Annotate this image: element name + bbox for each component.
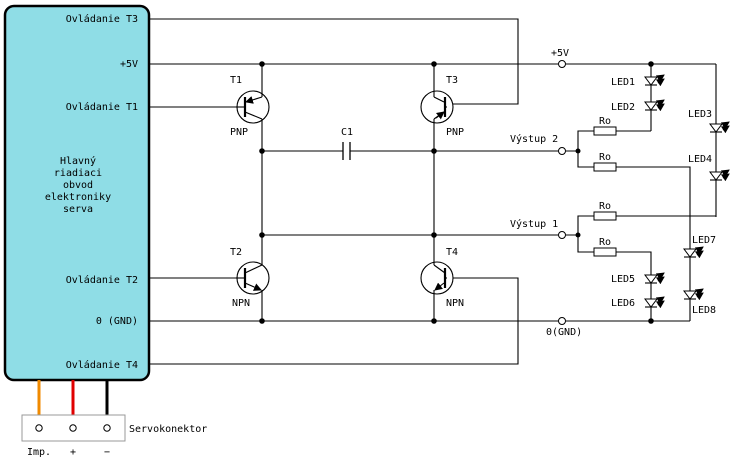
wire-out1-branch-a [566, 215, 594, 236]
t4-name: T4 [446, 247, 458, 258]
c1-label: C1 [341, 127, 353, 138]
wire-ctrl-t4 [149, 277, 519, 365]
led-1-label: LED1 [611, 77, 635, 88]
resistor-1 [593, 126, 617, 136]
controller-title-line-1: Hlavný [60, 155, 96, 167]
resistor-4 [593, 247, 617, 257]
junction [431, 318, 437, 324]
terminal-gnd [558, 317, 566, 325]
t4-type: NPN [446, 298, 464, 309]
t2-name: T2 [230, 247, 242, 258]
capacitor-c1: C1 [341, 127, 353, 160]
rail-label-vcc: +5V [551, 48, 569, 59]
t3-name: T3 [446, 75, 458, 86]
t1-type: PNP [230, 127, 248, 138]
led-1: LED1 [611, 74, 665, 88]
output-label-2: Výstup 2 [510, 133, 558, 145]
led-3-label: LED3 [688, 109, 712, 120]
t3-type: PNP [446, 127, 464, 138]
resistor-2-label: Ro [599, 152, 611, 163]
controller-title-line-4: elektroniky [45, 192, 111, 203]
servo-connector: Servokonektor Imp. + − [21, 380, 207, 458]
led-5: LED5 [611, 272, 665, 285]
junction [431, 148, 437, 154]
servo-pin-imp [35, 424, 43, 432]
junction [259, 61, 265, 67]
t2-type: NPN [232, 298, 250, 309]
led-4: LED4 [688, 154, 730, 182]
led-6: LED6 [611, 296, 665, 309]
wire-ro2-to-led78 [616, 166, 691, 321]
resistor-2 [593, 162, 617, 172]
led-8-label: LED8 [692, 305, 716, 316]
terminal-vcc [558, 60, 566, 68]
controller-block: Ovládanie T3 +5V Ovládanie T1 Ovládanie … [3, 4, 151, 382]
terminals [558, 60, 566, 325]
terminal-out1 [558, 231, 566, 239]
servo-pin-label-plus: + [70, 447, 76, 458]
transistor-t2: T2 NPN [230, 247, 270, 309]
pin-label-ctrl-t3: Ovládanie T3 [66, 13, 138, 25]
output-label-1: Výstup 1 [510, 218, 558, 230]
junction [575, 148, 581, 154]
pin-label-ctrl-t1: Ovládanie T1 [66, 101, 138, 113]
rail-label-gnd: 0(GND) [546, 327, 582, 338]
led-4-label: LED4 [688, 154, 712, 165]
junction [431, 232, 437, 238]
pin-label-vcc: +5V [120, 59, 138, 70]
pin-label-ctrl-t2: Ovládanie T2 [66, 274, 138, 286]
led-2-label: LED2 [611, 102, 635, 113]
junction [259, 318, 265, 324]
resistors: Ro Ro Ro Ro [593, 116, 617, 257]
servo-pin-plus [69, 424, 77, 432]
servo-label: Servokonektor [129, 424, 207, 435]
led-6-label: LED6 [611, 298, 635, 309]
wire-out2-branch-b [577, 151, 594, 168]
controller-title-line-2: riadiaci [54, 168, 102, 179]
junction [648, 61, 654, 67]
transistor-t4: T4 NPN [420, 247, 464, 309]
terminal-out2 [558, 147, 566, 155]
servo-pin-label-minus: − [104, 447, 110, 458]
servo-pin-minus [103, 424, 111, 432]
led-8: LED8 [683, 288, 716, 316]
t1-name: T1 [230, 75, 242, 86]
wire-out2-branch-a [566, 130, 594, 152]
wire-ctrl-t3 [149, 18, 519, 105]
servo-pin-label-imp: Imp. [27, 447, 51, 458]
junction [259, 232, 265, 238]
controller-title-line-5: serva [63, 204, 93, 215]
wire-ro4-to-led56 [616, 251, 652, 321]
resistor-4-label: Ro [599, 237, 611, 248]
controller-body [3, 4, 151, 382]
transistor-t1: T1 PNP [230, 75, 270, 138]
resistor-3-label: Ro [599, 201, 611, 212]
wire-out1-branch-b [577, 235, 594, 253]
led-5-label: LED5 [611, 274, 635, 285]
pin-label-ctrl-t4: Ovládanie T4 [66, 359, 138, 371]
resistor-1-label: Ro [599, 116, 611, 127]
junction [575, 232, 581, 238]
junctions [259, 61, 654, 324]
resistor-3 [593, 211, 617, 221]
junction [259, 148, 265, 154]
transistor-t3: T3 PNP [420, 75, 464, 138]
led-7-label: LED7 [692, 235, 716, 246]
led-7: LED7 [683, 235, 716, 259]
junction [431, 61, 437, 67]
wires [149, 18, 717, 365]
led-2: LED2 [611, 99, 665, 113]
junction [648, 318, 654, 324]
led-3: LED3 [688, 109, 730, 134]
pin-label-gnd: 0 (GND) [96, 316, 138, 327]
leds: LED1 LED2 LED3 LED4 [611, 74, 730, 316]
controller-title-line-3: obvod [63, 180, 93, 191]
